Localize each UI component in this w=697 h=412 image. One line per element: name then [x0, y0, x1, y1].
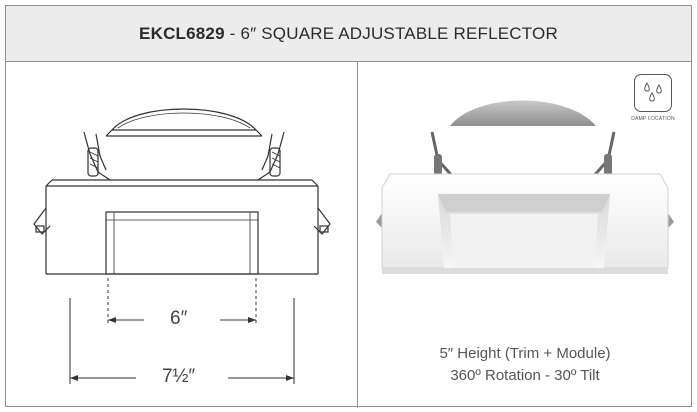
technical-drawing-panel: 6″ 7½″ — [6, 62, 357, 408]
technical-drawing — [33, 108, 331, 384]
water-drops-icon — [644, 82, 662, 102]
inner-dimension-label: 6″ — [166, 308, 192, 330]
height-spec: 5″ Height (Trim + Module) — [439, 345, 611, 362]
product-code: EKCL6829 — [139, 23, 225, 43]
panel-divider — [357, 61, 358, 408]
outer-dimension-label: 7½″ — [158, 366, 200, 388]
page-title: EKCL6829 - 6″ SQUARE ADJUSTABLE REFLECTO… — [6, 6, 691, 62]
damp-location-label: DAMP LOCATION — [631, 116, 675, 122]
damp-location-badge — [634, 74, 672, 112]
spec-sheet-frame: EKCL6829 - 6″ SQUARE ADJUSTABLE REFLECTO… — [5, 5, 692, 408]
rotation-spec: 360º Rotation - 30º Tilt — [450, 367, 600, 384]
product-photo — [376, 100, 674, 274]
title-separator: - — [224, 23, 241, 43]
product-photo-panel: DAMP LOCATION 5″ Height (Trim + Module) … — [358, 62, 692, 408]
product-title: 6″ SQUARE ADJUSTABLE REFLECTOR — [240, 23, 558, 43]
